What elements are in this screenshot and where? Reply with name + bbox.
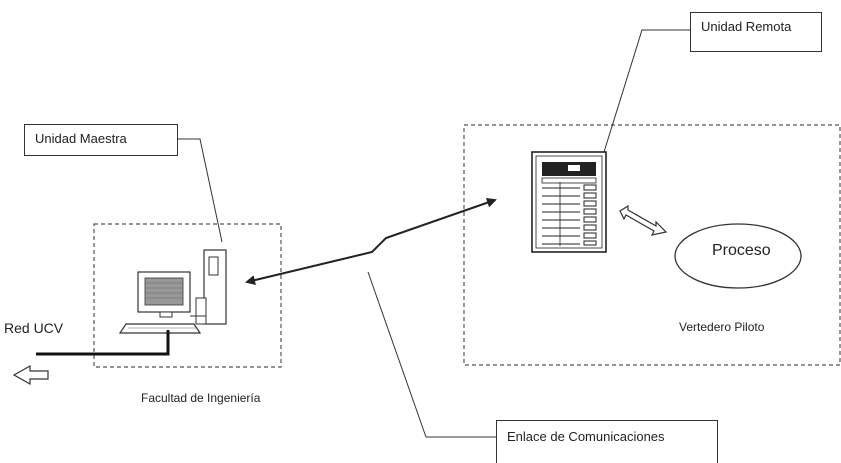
unidad-remota-label: Unidad Remota [690, 12, 822, 52]
leader-enlace [367, 271, 496, 438]
red-ucv-label: Red UCV [4, 320, 64, 336]
vertedero-piloto-label: Vertedero Piloto [679, 320, 765, 334]
unidad-maestra-label: Unidad Maestra [24, 124, 178, 156]
proceso-ellipse [674, 223, 802, 289]
enlace-label: Enlace de Comunicaciones [496, 420, 718, 463]
computer-workstation-icon [118, 249, 227, 334]
communication-link-arrow [245, 197, 497, 285]
double-arrow-icon [619, 204, 668, 236]
leader-unidad-maestra [178, 138, 223, 243]
rtu-panel-icon [531, 151, 607, 253]
network-cable [36, 330, 170, 356]
leader-unidad-remota [603, 29, 690, 153]
arrow-left-icon [12, 364, 49, 386]
proceso-label: Proceso [712, 242, 771, 259]
facultad-label: Facultad de Ingeniería [141, 391, 261, 405]
facultad-region [93, 223, 282, 368]
